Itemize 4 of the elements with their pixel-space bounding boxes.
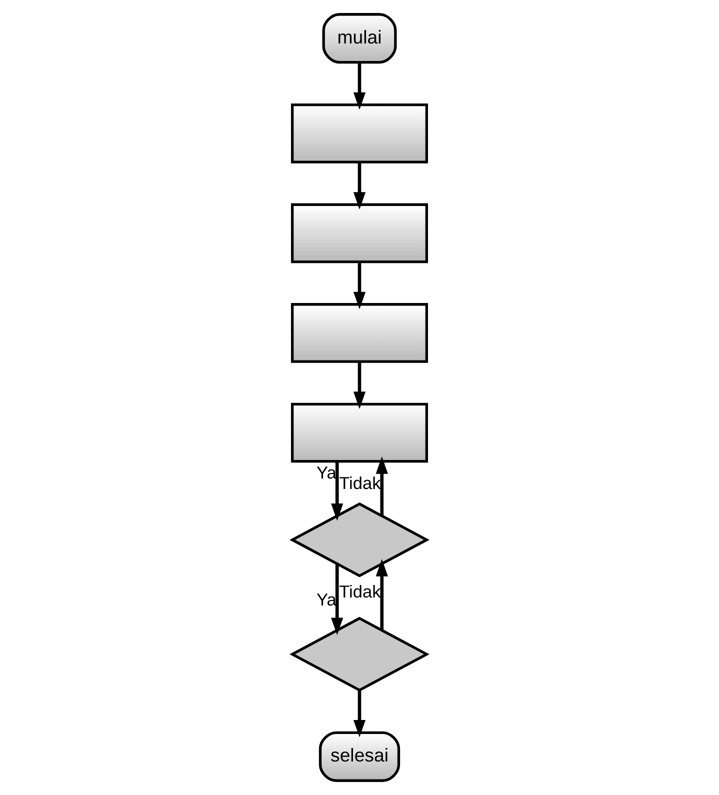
edge-label: Ya: [316, 590, 336, 610]
edge-label: Tidak: [339, 473, 381, 494]
edge-label: Tidak: [339, 582, 381, 602]
edge-label: Ya: [316, 462, 336, 482]
